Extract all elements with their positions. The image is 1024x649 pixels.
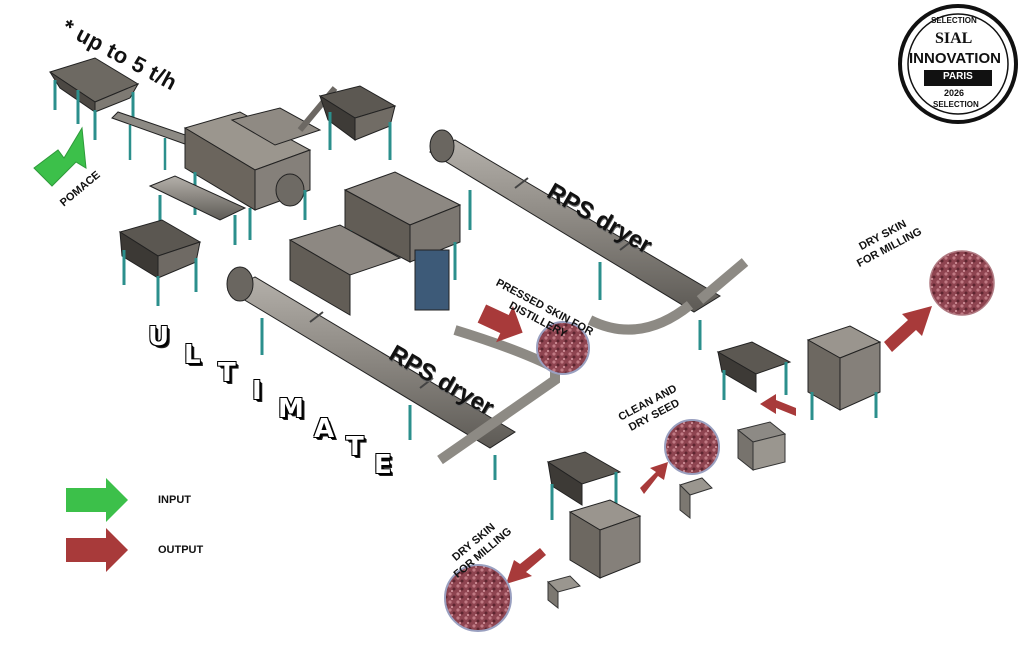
dry-skin-left-product — [444, 564, 512, 632]
badge-city: PARIS — [943, 71, 973, 82]
dry-skin-right-output-arrow — [884, 306, 932, 352]
elevator-hopper — [297, 85, 397, 160]
pressed-skin-output-arrow — [477, 304, 523, 343]
dry-skin-right-product — [929, 250, 995, 316]
cyclone-unit — [343, 171, 462, 311]
press-unit — [183, 107, 322, 240]
screen-drum — [148, 175, 247, 245]
rps-dryer-top — [428, 129, 749, 350]
clean-seed-product — [664, 419, 720, 475]
sial-innovation-badge — [898, 4, 1018, 124]
collection-bin-left — [118, 219, 202, 306]
badge-selection-bottom: SELECTION — [933, 100, 979, 109]
brand-letter-m: M — [278, 394, 304, 424]
seed-separator-bottom — [546, 451, 713, 610]
pressed-skin-product — [536, 321, 590, 375]
badge-selection-top: SELECTION — [931, 16, 977, 25]
brand-letter-u: U — [148, 322, 170, 352]
legend-output-label: OUTPUT — [158, 544, 204, 556]
feed-conveyor — [111, 111, 201, 170]
seed-separator-right — [716, 325, 882, 472]
brand-letter-e: E — [374, 450, 392, 480]
legend-input-arrow — [66, 478, 128, 522]
brand-letter-i: I — [252, 376, 262, 406]
seed-right-output-arrow — [760, 394, 796, 416]
brand-letter-l: L — [184, 340, 201, 370]
badge-brand: SIAL — [935, 30, 973, 47]
badge-title: INNOVATION — [909, 50, 1001, 67]
dry-skin-left-output-arrow — [506, 548, 546, 584]
brand-letter-t: T — [218, 358, 236, 388]
brand-letter-t2: T — [346, 432, 364, 462]
clean-seed-output-arrow — [640, 462, 668, 494]
pomace-input-arrow — [33, 126, 87, 187]
badge-year: 2026 — [944, 88, 965, 98]
legend-input-label: INPUT — [158, 494, 191, 506]
brand-letter-a: A — [314, 414, 335, 444]
legend-output-arrow — [66, 528, 128, 572]
feed-hopper — [48, 57, 140, 140]
